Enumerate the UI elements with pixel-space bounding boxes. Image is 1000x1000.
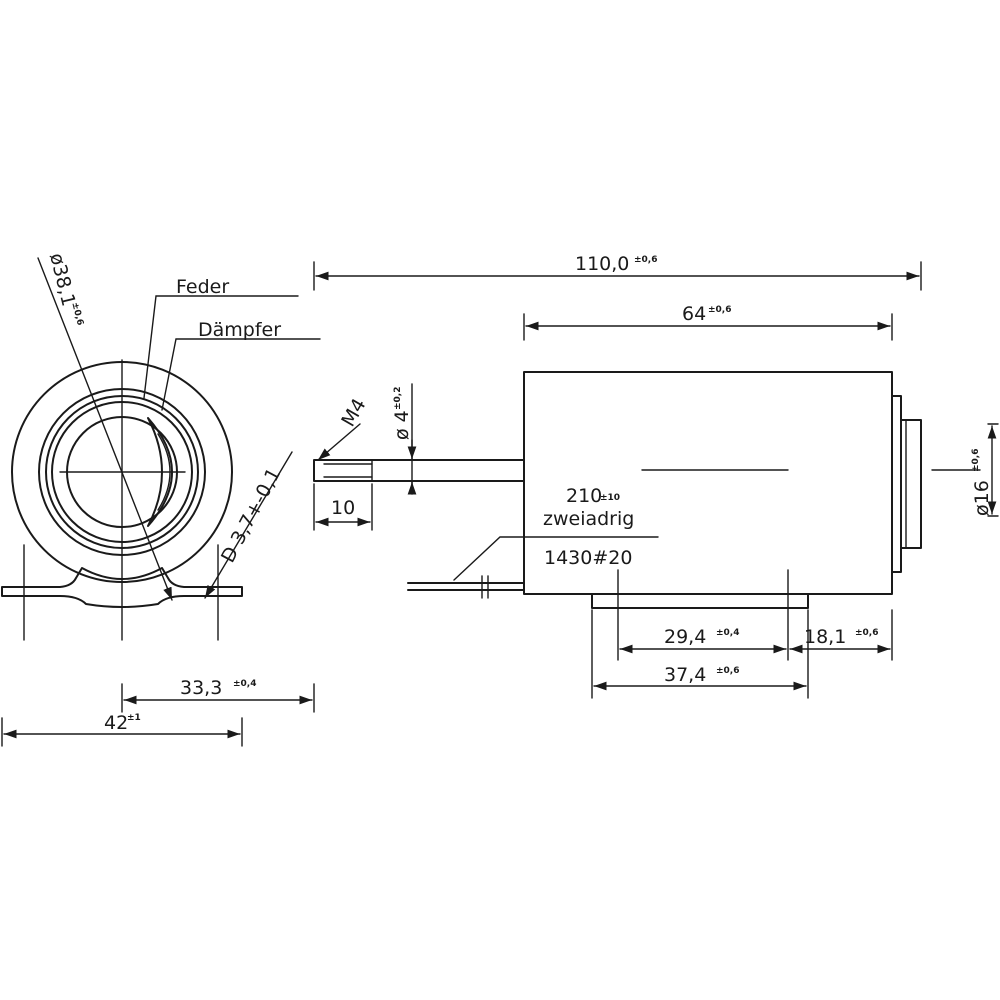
plunger-diameter-tolerance: ±0,6: [971, 449, 981, 472]
body-length-tolerance: ±0,6: [708, 305, 731, 315]
total-length-label: 110,0: [575, 253, 629, 275]
dim-42: 42 ±1: [1, 712, 243, 747]
dim-110: 110,0 ±0,6: [313, 253, 922, 291]
mount-plate-length-tolerance: ±0,6: [716, 666, 739, 676]
hole-leader: [204, 451, 293, 599]
daempfer-label: Dämpfer: [198, 319, 281, 341]
dim-37-4: 37,4 ±0,6: [591, 609, 809, 699]
plunger-face: [900, 419, 922, 549]
diameter-leader: [37, 257, 173, 601]
pin-diameter-tolerance: ±0,2: [393, 387, 403, 410]
cable-type-label: zweiadrig: [543, 508, 634, 530]
hole-label: D 3,7+-0,1: [217, 464, 285, 566]
dim-18-1: 18,1 ±0,6: [789, 609, 893, 661]
spring-crescent: [147, 417, 173, 527]
thread-group: M4: [337, 395, 370, 431]
mount-hole-spacing-label: 29,4: [664, 626, 706, 648]
daempfer-leader: [161, 338, 321, 411]
pin-diameter-label: ø 4: [391, 410, 413, 440]
dim-64: 64 ±0,6: [523, 303, 893, 341]
cable-length-label: 210: [566, 485, 602, 507]
mount-width-half-label: 33,3: [180, 677, 222, 699]
diameter-outer-tolerance: ±0,6: [69, 301, 84, 326]
thread-label: M4: [337, 395, 370, 431]
front-view: [1, 257, 321, 641]
dim-33-3: 33,3 ±0,4: [121, 677, 315, 713]
cable-leader: [453, 536, 659, 581]
pin-diameter-group: ø 4 ±0,2: [391, 387, 413, 440]
cable-length-tolerance: ±10: [600, 493, 620, 503]
end-cap: [891, 395, 902, 573]
thread-leader: [317, 423, 361, 461]
mount-width-tolerance: ±1: [127, 713, 141, 723]
hole-label-group: D 3,7+-0,1: [217, 464, 285, 566]
dim-29-4: 29,4 ±0,4: [619, 626, 787, 654]
mount-hole-spacing-tolerance: ±0,4: [716, 628, 739, 638]
plunger-rod: [313, 459, 525, 482]
plunger-diameter-group: ø16 ±0,6: [971, 449, 993, 516]
mount-plate: [591, 593, 809, 609]
feder-label: Feder: [176, 276, 229, 298]
mount-offset-tolerance: ±0,6: [855, 628, 878, 638]
mount-width-half-tolerance: ±0,4: [233, 679, 256, 689]
diameter-outer-label: ø38,1: [45, 251, 79, 309]
feder-leader: [143, 295, 299, 399]
pin-length-label: 10: [331, 497, 355, 519]
mount-plate-length-label: 37,4: [664, 664, 706, 686]
mount-width-label: 42: [104, 712, 128, 734]
wire-spec-label: 1430#20: [544, 547, 632, 569]
total-length-tolerance: ±0,6: [634, 255, 657, 265]
body-length-label: 64: [682, 303, 706, 325]
mount-offset-label: 18,1: [804, 626, 846, 648]
side-view: [313, 371, 999, 661]
plunger-diameter-label: ø16: [971, 480, 993, 516]
dim-10: 10: [313, 483, 373, 531]
